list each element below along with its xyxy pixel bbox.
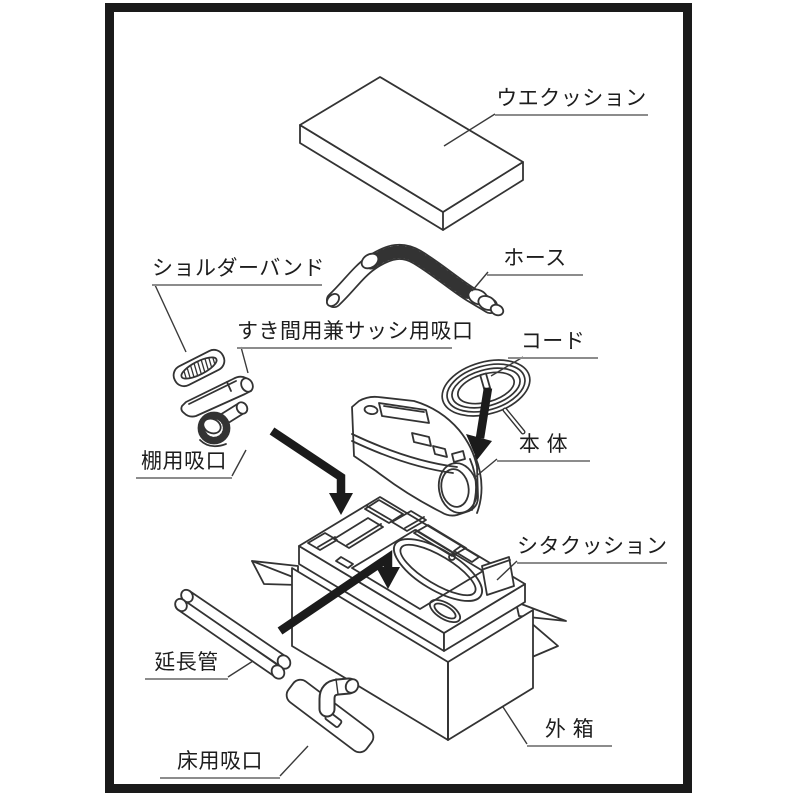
label-top-cushion: ウエクッション (495, 87, 648, 116)
label-main-body: 本 体 (497, 433, 590, 462)
extension-pipe-drawing (174, 588, 292, 680)
floor-nozzle-drawing (285, 677, 375, 754)
label-outer-box: 外 箱 (527, 718, 612, 747)
shoulder-band-drawing (172, 348, 226, 388)
flow-arrows (269, 387, 493, 635)
outer-box-drawing (251, 560, 567, 741)
top-cushion-drawing (299, 76, 524, 231)
leader-shelf-nozzle (231, 449, 247, 477)
leader-hose (471, 271, 489, 292)
label-crevice-sash-nozzle: すき間用兼サッシ用吸口 (237, 320, 473, 349)
leader-top-cushion (443, 113, 496, 147)
label-shelf-nozzle: 棚用吸口 (136, 450, 232, 479)
arrow-pipes-to-tray (277, 549, 400, 635)
leader-lines (154, 113, 528, 777)
label-shoulder-band: ショルダーバンド (152, 257, 324, 286)
leader-bottom-cushion (496, 560, 518, 581)
label-cord: コード (508, 330, 598, 359)
label-hose: ホース (487, 247, 583, 276)
leader-crevice-nozzle (240, 346, 249, 374)
label-bottom-cushion: シタクッション (517, 535, 667, 564)
shelf-nozzle-drawing (197, 401, 249, 448)
crevice-sash-nozzle-drawing (180, 375, 254, 418)
leader-extension-pipe (227, 660, 254, 678)
label-extension-pipe: 延長管 (145, 651, 228, 680)
arrow-cord-to-body (466, 387, 493, 460)
leader-floor-nozzle (279, 745, 309, 777)
hose-drawing (326, 243, 505, 317)
leader-shoulder-band (154, 284, 187, 353)
leader-outer-box (502, 706, 528, 745)
label-floor-nozzle: 床用吸口 (160, 750, 280, 779)
main-body-drawing (351, 395, 483, 517)
frame-border (105, 3, 692, 793)
leader-cord (490, 356, 524, 377)
arrow-nozzles-to-tray (269, 427, 353, 515)
bottom-cushion-drawing (298, 496, 526, 652)
leader-main-body (473, 458, 498, 479)
